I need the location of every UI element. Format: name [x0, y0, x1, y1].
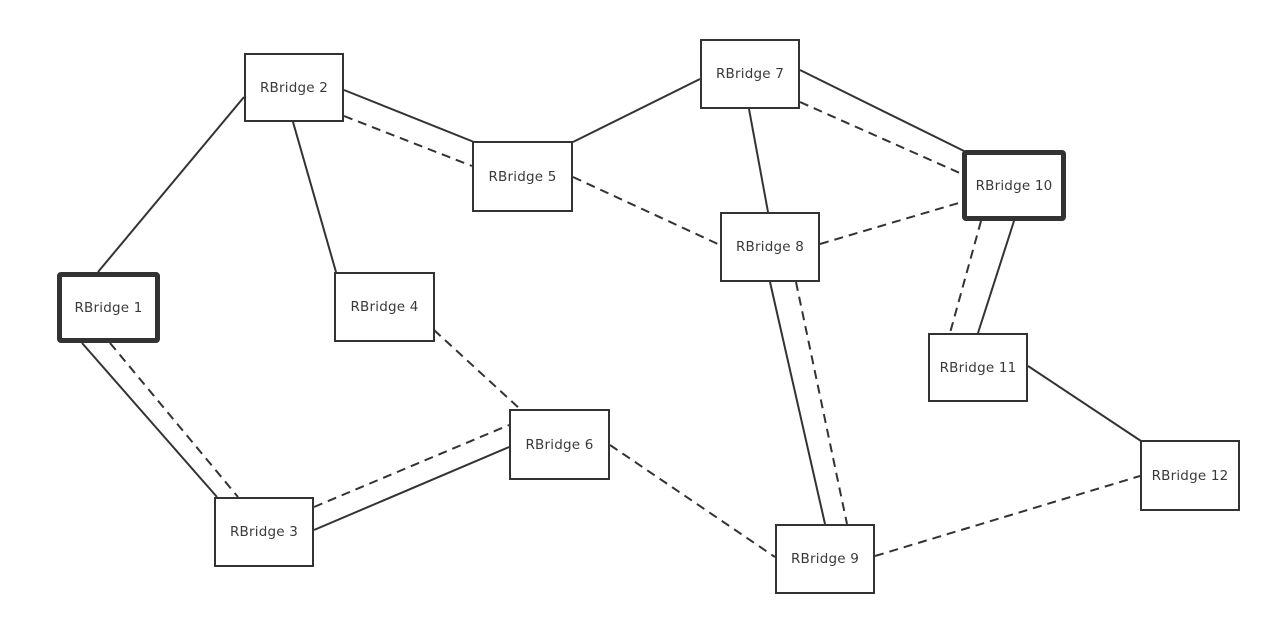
node-label-rbridge-10: RBridge 10 [975, 177, 1053, 194]
edge-rbridge-8-rbridge-9-dashed [795, 281, 848, 525]
edge-rbridge-8-rbridge-10-dashed [819, 201, 963, 245]
edge-rbridge-2-rbridge-5-solid [343, 89, 475, 143]
edge-rbridge-2-rbridge-5-dashed [343, 115, 473, 167]
node-label-rbridge-7: RBridge 7 [715, 66, 785, 82]
edge-rbridge-6-rbridge-9-dashed [609, 444, 776, 558]
node-rbridge-10: RBridge 10 [962, 150, 1066, 221]
edge-rbridge-1-rbridge-3-solid [81, 342, 218, 498]
edge-rbridge-11-rbridge-12-solid [1027, 365, 1142, 442]
node-label-rbridge-9: RBridge 9 [790, 551, 860, 567]
node-label-rbridge-5: RBridge 5 [488, 168, 557, 185]
node-rbridge-1: RBridge 1 [57, 272, 160, 343]
edge-rbridge-8-rbridge-9-solid [769, 281, 826, 525]
node-label-rbridge-12: RBridge 12 [1151, 467, 1229, 484]
node-label-rbridge-8: RBridge 8 [735, 239, 805, 255]
edge-rbridge-1-rbridge-3-dashed [109, 342, 239, 498]
edge-rbridge-5-rbridge-8-dashed [572, 176, 721, 246]
node-rbridge-11: RBridge 11 [928, 333, 1028, 402]
edge-rbridge-7-rbridge-10-solid [799, 69, 965, 152]
edge-rbridge-5-rbridge-7-solid [572, 78, 701, 143]
node-rbridge-9: RBridge 9 [775, 524, 875, 594]
node-label-rbridge-1: RBridge 1 [74, 299, 143, 316]
edge-rbridge-10-rbridge-11-solid [977, 220, 1015, 334]
node-rbridge-2: RBridge 2 [244, 53, 344, 122]
edge-rbridge-7-rbridge-8-solid [748, 108, 769, 213]
edge-rbridge-1-rbridge-2-solid [97, 96, 245, 273]
node-rbridge-12: RBridge 12 [1140, 440, 1240, 511]
node-label-rbridge-6: RBridge 6 [525, 436, 594, 453]
edge-rbridge-9-rbridge-12-dashed [874, 475, 1141, 557]
node-rbridge-3: RBridge 3 [214, 497, 314, 567]
edge-rbridge-2-rbridge-4-solid [292, 121, 337, 273]
node-rbridge-4: RBridge 4 [334, 272, 435, 342]
edge-rbridge-3-rbridge-6-dashed [313, 424, 510, 508]
edge-rbridge-4-rbridge-6-dashed [433, 329, 521, 410]
node-label-rbridge-11: RBridge 11 [939, 359, 1017, 376]
node-rbridge-6: RBridge 6 [509, 409, 610, 480]
node-label-rbridge-3: RBridge 3 [229, 524, 299, 540]
edge-rbridge-3-rbridge-6-solid [313, 446, 510, 531]
node-rbridge-5: RBridge 5 [472, 141, 573, 212]
node-label-rbridge-2: RBridge 2 [259, 79, 329, 96]
node-rbridge-8: RBridge 8 [720, 212, 820, 282]
edge-rbridge-10-rbridge-11-dashed [949, 220, 982, 334]
node-label-rbridge-4: RBridge 4 [350, 299, 419, 315]
node-rbridge-7: RBridge 7 [700, 39, 800, 109]
